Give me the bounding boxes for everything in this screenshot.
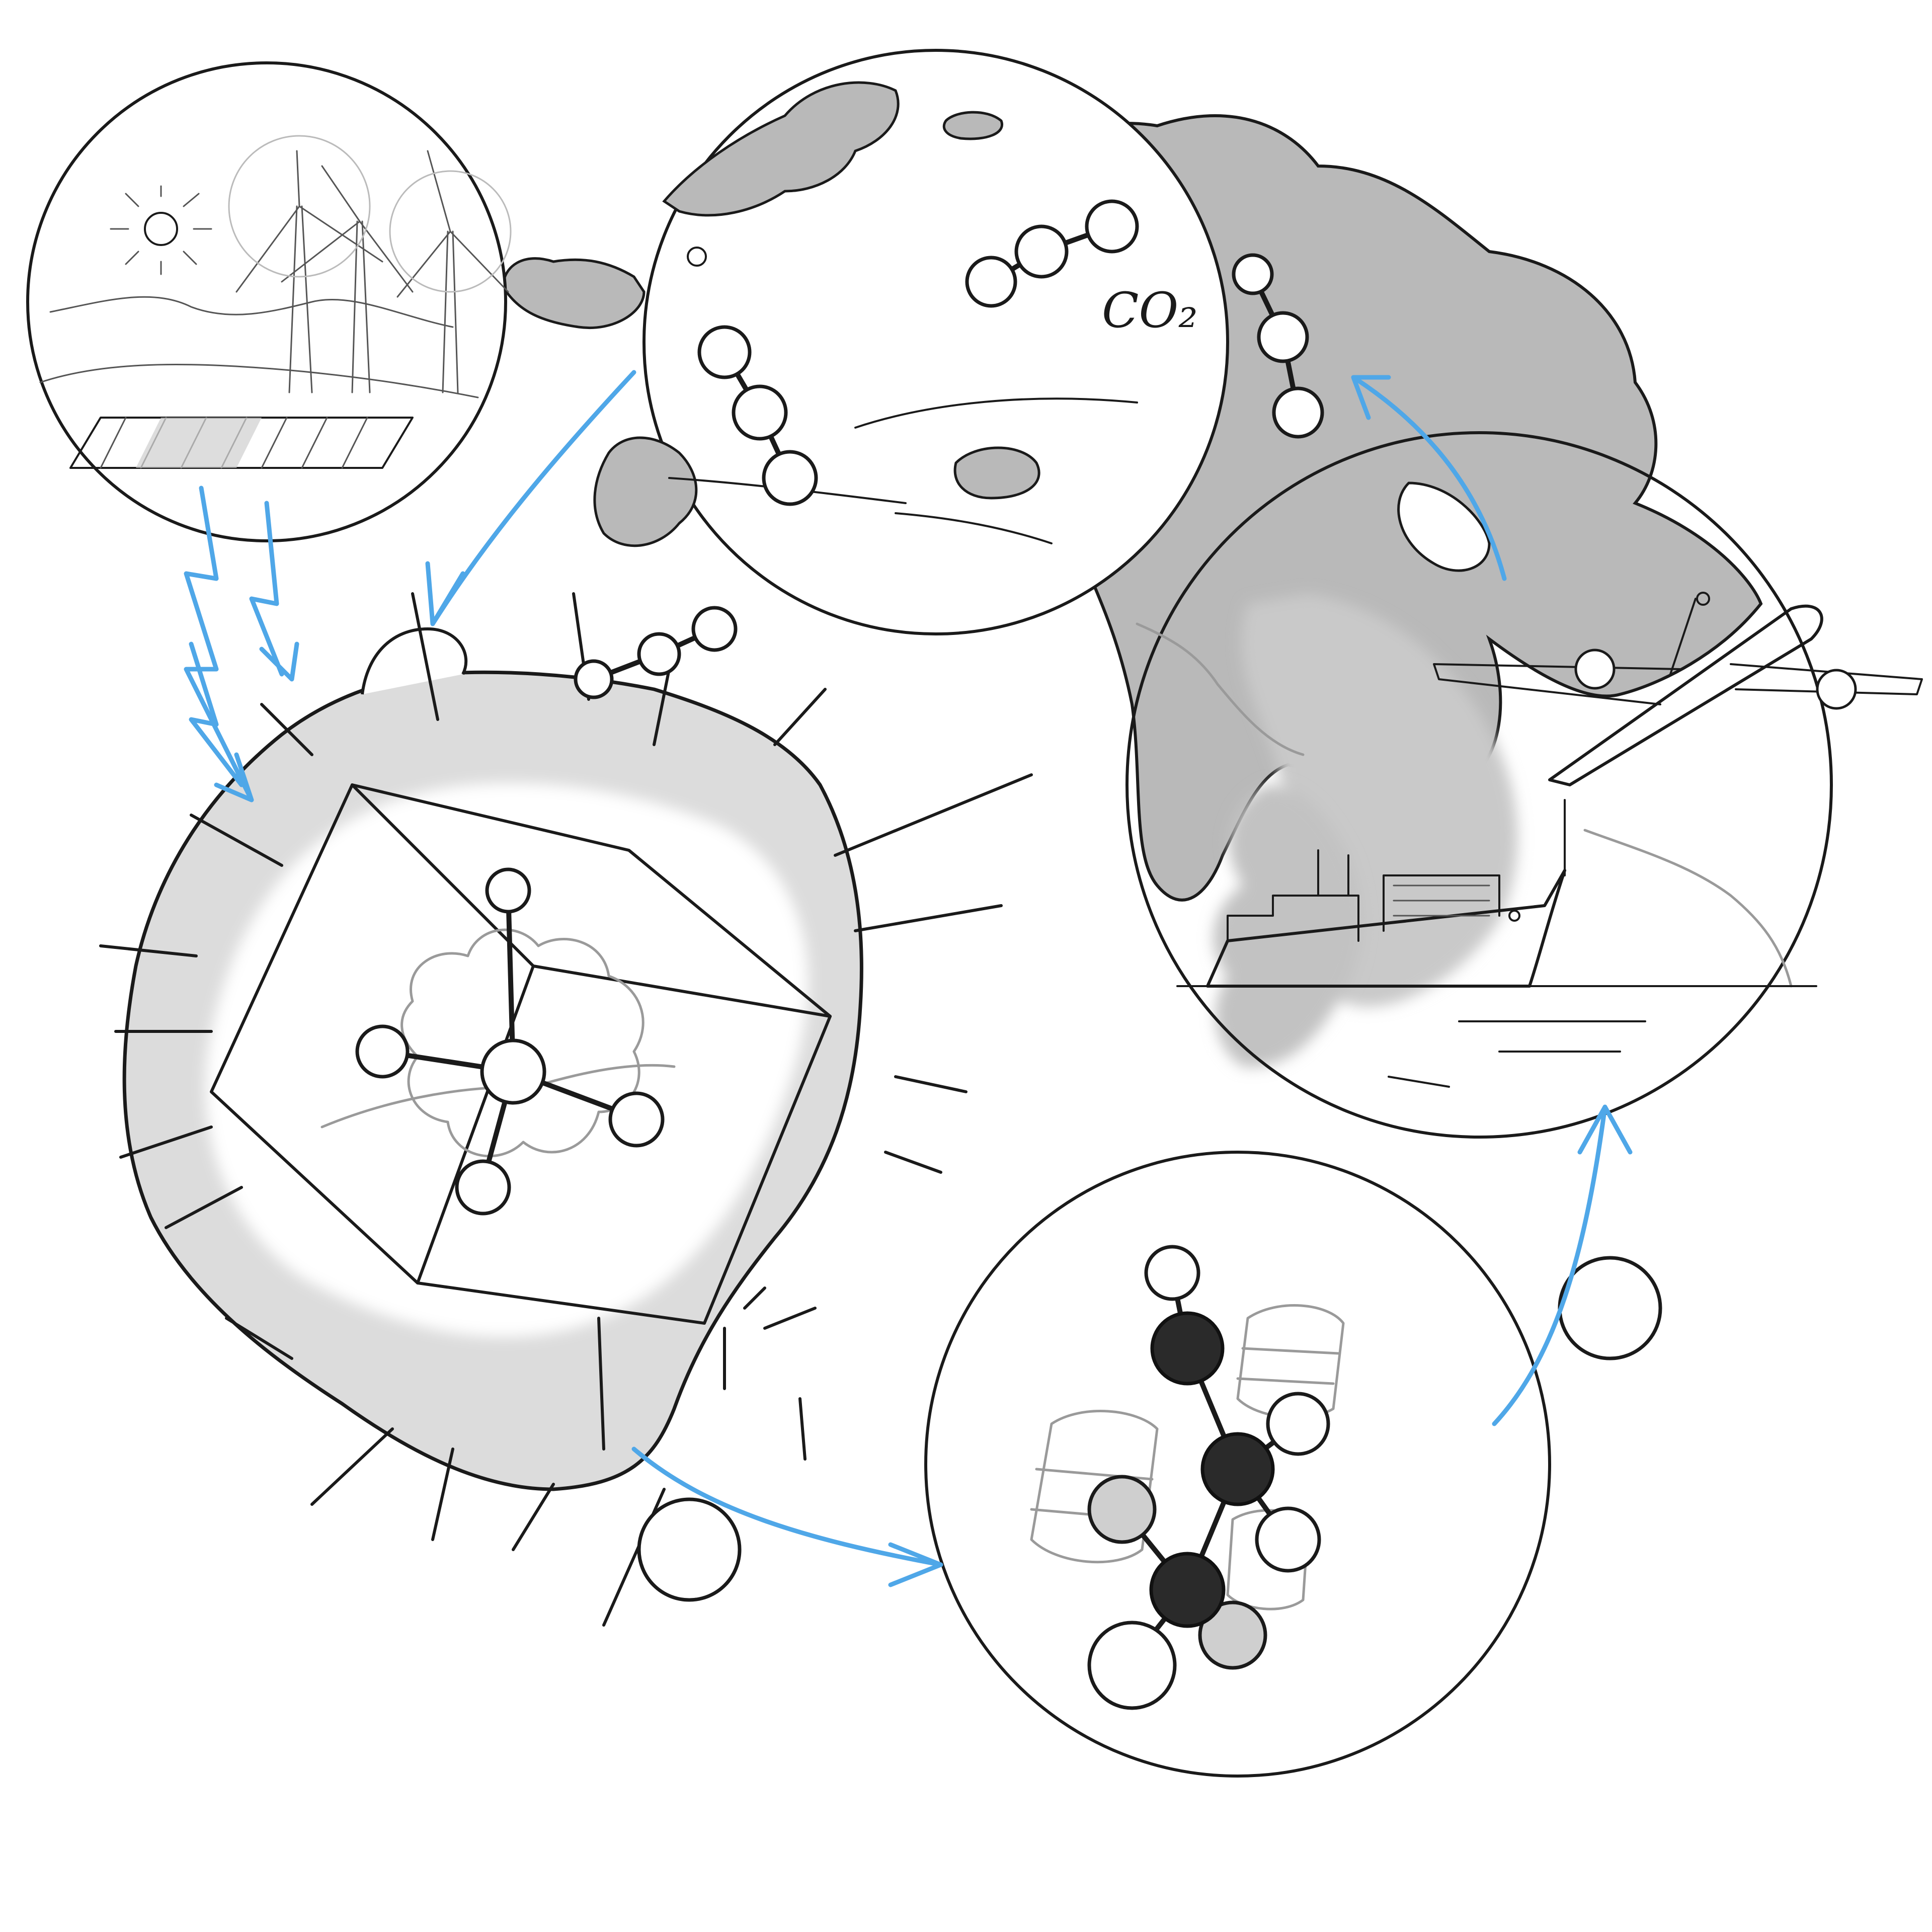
transport-scene bbox=[1125, 431, 1923, 1139]
fuel-scene bbox=[924, 1151, 1551, 1778]
co2-molecule-small bbox=[697, 325, 818, 506]
methane-molecule bbox=[355, 867, 665, 1216]
loose-atom bbox=[1558, 1256, 1662, 1360]
airplane-icon bbox=[1433, 592, 1923, 786]
hydrocarbon-molecule bbox=[1087, 1245, 1330, 1710]
arrow-transport-to-atmosphere bbox=[1351, 375, 1507, 581]
co2-molecules: CO₂ bbox=[965, 199, 1324, 439]
flow-arrows bbox=[184, 370, 1633, 1587]
sun-icon bbox=[110, 185, 212, 275]
arrow-atmosphere-to-synthesis bbox=[425, 370, 636, 626]
arrow-synthesis-to-fuel bbox=[631, 1446, 943, 1587]
renewables-scene bbox=[26, 61, 512, 542]
synthesis-scene bbox=[99, 592, 1033, 1627]
atmosphere-scene bbox=[502, 49, 1229, 635]
arrow-fuel-to-transport bbox=[1492, 1104, 1633, 1426]
loose-atom bbox=[637, 1497, 742, 1602]
energy-bolt-icon bbox=[184, 486, 254, 802]
solar-panel-icon bbox=[69, 417, 414, 469]
cargo-ship-icon bbox=[1206, 799, 1566, 988]
energy-bolt-icon bbox=[249, 501, 299, 682]
wind-turbine-icon bbox=[228, 135, 512, 393]
co2-molecule-incoming bbox=[574, 606, 738, 699]
energy-bolt-icon bbox=[189, 641, 244, 787]
co2-label: CO₂ bbox=[1102, 282, 1198, 339]
